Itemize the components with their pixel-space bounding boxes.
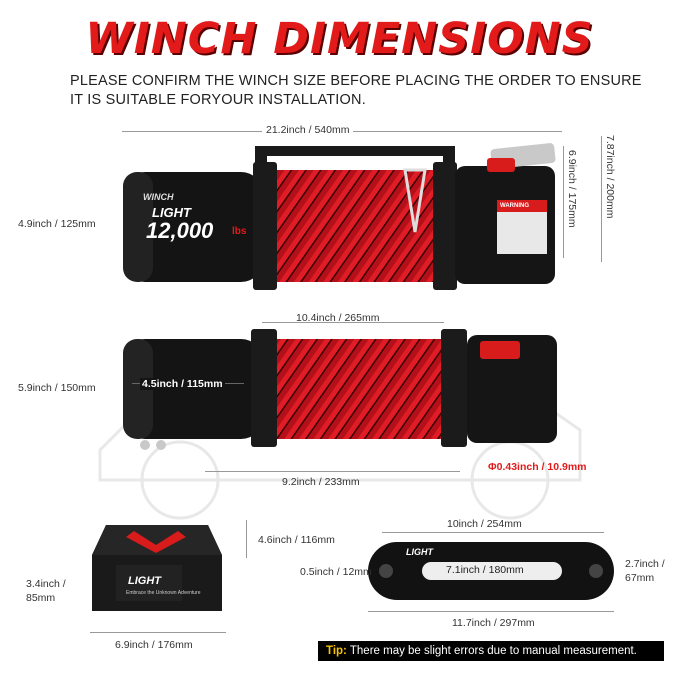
control-box-tagline: Embrace the Unknown Adventure <box>126 590 201 596</box>
dim-line-bolt-spacing <box>382 532 604 533</box>
dim-line-box-width <box>90 632 226 633</box>
dim-motor-diameter: 4.5inch / 115mm <box>140 378 225 390</box>
dim-fairlead-height: 2.7inch / 67mm <box>625 558 665 584</box>
winch-bottom-view <box>123 329 557 450</box>
page-subtitle: PLEASE CONFIRM THE WINCH SIZE BEFORE PLA… <box>70 72 670 110</box>
dim-bottom-height-left: 5.9inch / 150mm <box>18 382 96 394</box>
tip-label: Tip: <box>326 645 347 657</box>
page-title: WINCH DIMENSIONS <box>85 14 594 64</box>
dim-box-height: 4.6inch / 116mm <box>258 534 335 546</box>
winch-brand-small: WINCH <box>143 192 174 202</box>
winch-capacity-unit: lbs <box>232 226 247 237</box>
control-box-image <box>92 525 222 611</box>
fairlead-brand: LIGHT <box>406 547 433 557</box>
dim-top-height-left: 4.9inch / 125mm <box>18 218 96 230</box>
winch-top-view <box>123 143 556 290</box>
dim-line-drum-length <box>262 322 444 323</box>
dim-rope-diameter: Φ0.43inch / 10.9mm <box>488 461 587 473</box>
winch-brand-logo: LIGHT <box>152 205 191 220</box>
dim-top-height-inner: 6.9inch / 175mm <box>566 150 578 228</box>
dim-box-side-height: 3.4inch / 85mm <box>26 578 66 604</box>
dim-line-inner-height <box>563 146 564 258</box>
dim-line-mount-width <box>205 471 460 472</box>
subtitle-line-2: IT IS SUITABLE FORYOUR INSTALLATION. <box>70 92 366 108</box>
tip-banner: Tip: There may be slight errors due to m… <box>318 641 664 661</box>
dim-line-outer-height <box>601 136 602 262</box>
dim-drum-length: 10.4inch / 265mm <box>296 312 380 324</box>
dim-mount-width: 9.2inch / 233mm <box>282 476 360 488</box>
warning-label: WARNING <box>500 203 529 209</box>
subtitle-line-1: PLEASE CONFIRM THE WINCH SIZE BEFORE PLA… <box>70 73 642 89</box>
dim-fairlead-opening-width: 7.1inch / 180mm <box>446 564 524 576</box>
fairlead-image <box>368 542 614 600</box>
dim-total-length: 21.2inch / 540mm <box>262 124 354 136</box>
tip-text: There may be slight errors due to manual… <box>349 645 637 657</box>
dim-fairlead-opening-height: 0.5inch / 12mm <box>300 566 372 578</box>
dim-fairlead-length: 11.7inch / 297mm <box>452 617 535 629</box>
dim-top-height-outer: 7.87inch / 200mm <box>604 135 616 219</box>
dim-fairlead-bolt-spacing: 10inch / 254mm <box>447 518 522 530</box>
dim-line-box-height <box>246 520 247 558</box>
control-box-brand: LIGHT <box>128 575 161 587</box>
dim-line-fairlead-length <box>368 611 614 612</box>
winch-capacity: 12,000 <box>146 218 214 243</box>
dim-box-width: 6.9inch / 176mm <box>115 639 193 651</box>
